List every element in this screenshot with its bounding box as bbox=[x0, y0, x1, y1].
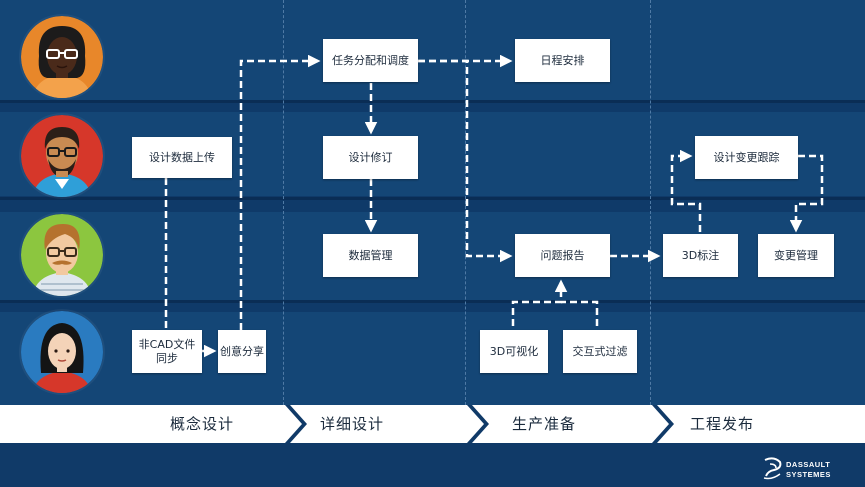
logo-text-line1: DASSAULT bbox=[786, 460, 831, 469]
glasses-icon bbox=[46, 49, 78, 59]
box-schedule: 日程安排 bbox=[515, 39, 610, 82]
box-label: 任务分配和调度 bbox=[332, 53, 409, 67]
logo-text-line2: SYSTEMES bbox=[786, 470, 831, 479]
phase-divider bbox=[283, 0, 284, 410]
box-3d-visualization: 3D可视化 bbox=[480, 330, 548, 373]
box-idea-share: 创意分享 bbox=[218, 330, 266, 373]
box-label: 3D标注 bbox=[681, 248, 720, 262]
persona-avatar-1 bbox=[21, 16, 103, 98]
persona-avatar-4 bbox=[21, 311, 103, 393]
stage-label-concept: 概念设计 bbox=[170, 415, 235, 433]
phase-divider bbox=[650, 0, 651, 410]
box-design-revise: 设计修订 bbox=[323, 136, 418, 179]
mustache-icon bbox=[52, 260, 72, 265]
arrow-share-to-task bbox=[239, 54, 321, 330]
box-label: 3D可视化 bbox=[489, 344, 539, 358]
lane-gap-2 bbox=[0, 196, 865, 212]
arrow-filter-to-issue bbox=[561, 300, 599, 326]
stage-chevron bbox=[290, 405, 484, 443]
box-label: 设计修订 bbox=[348, 150, 393, 164]
lane-divider bbox=[0, 197, 865, 200]
box-task-assign: 任务分配和调度 bbox=[323, 39, 418, 82]
box-label: 交互式过滤 bbox=[572, 344, 628, 358]
dassault-logo-icon bbox=[763, 457, 782, 480]
box-label: 变更管理 bbox=[774, 248, 818, 262]
avatar-shirt bbox=[33, 74, 91, 98]
arrow-tracking-to-change bbox=[789, 154, 824, 233]
box-issue-report: 问题报告 bbox=[515, 234, 610, 277]
stage-label-production: 生产准备 bbox=[512, 415, 577, 433]
stage-label-detail: 详细设计 bbox=[320, 415, 385, 433]
box-data-manage: 数据管理 bbox=[323, 234, 418, 277]
box-interactive-filter: 交互式过滤 bbox=[563, 330, 637, 373]
glasses-icon bbox=[47, 247, 77, 257]
stage-label-release: 工程发布 bbox=[690, 415, 755, 433]
stage-chevron-bar bbox=[0, 405, 865, 443]
box-label: 问题报告 bbox=[540, 248, 585, 262]
box-design-upload: 设计数据上传 bbox=[132, 137, 232, 178]
box-label: 设计数据上传 bbox=[149, 150, 215, 164]
stage-chevron bbox=[0, 405, 302, 443]
phase-divider bbox=[465, 0, 466, 410]
box-label: 数据管理 bbox=[348, 248, 393, 262]
lane-gap-1 bbox=[0, 100, 865, 112]
arrow-annotation-to-tracking bbox=[670, 149, 702, 232]
arrow-viz-to-issue bbox=[511, 279, 568, 326]
box-3d-annotation: 3D标注 bbox=[663, 234, 738, 277]
avatar-neck bbox=[56, 70, 68, 78]
arrow-task-to-issue bbox=[418, 59, 513, 263]
box-change-tracking: 设计变更跟踪 bbox=[695, 136, 798, 179]
box-change-management: 变更管理 bbox=[758, 234, 834, 277]
box-label: 日程安排 bbox=[540, 53, 585, 67]
persona-avatar-3 bbox=[21, 214, 103, 296]
box-non-cad-sync: 非CAD文件 同步 bbox=[132, 330, 202, 373]
box-label: 创意分享 bbox=[220, 344, 264, 358]
glasses-icon bbox=[47, 147, 77, 157]
box-label: 非CAD文件 同步 bbox=[138, 337, 196, 365]
persona-avatar-2 bbox=[21, 115, 103, 197]
lane-row-1 bbox=[0, 0, 865, 100]
stage-chevron bbox=[472, 405, 669, 443]
avatar-face bbox=[47, 37, 77, 75]
lane-divider bbox=[0, 100, 865, 103]
lane-divider bbox=[0, 300, 865, 303]
lane-gap-3 bbox=[0, 300, 865, 312]
stage-chevron bbox=[657, 405, 865, 443]
box-label: 设计变更跟踪 bbox=[713, 150, 780, 164]
